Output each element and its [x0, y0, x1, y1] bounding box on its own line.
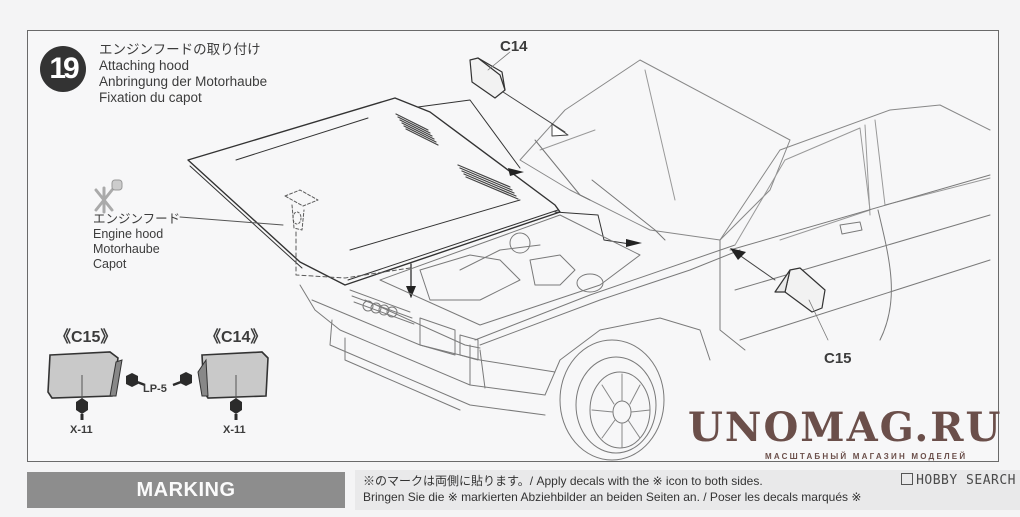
marking-note-line2: Bringen Sie die ※ markierten Abziehbilde…	[363, 490, 862, 504]
hood-label-de: Motorhaube	[93, 242, 160, 256]
paint-code-x11-right: X-11	[223, 424, 246, 436]
engine-hood-label: エンジンフード Engine hood Motorhaube Capot	[93, 212, 180, 272]
hood-label-jp: エンジンフード	[93, 212, 181, 226]
step-title-jp: エンジンフードの取り付け	[99, 42, 261, 57]
step-number-badge: 19	[40, 46, 86, 92]
c14-mirror-paint	[197, 351, 269, 420]
marking-label: MARKING	[136, 478, 236, 501]
watermark-unomag: UNOMAG.RU	[688, 404, 1003, 451]
car-body-drawing	[299, 59, 991, 461]
paint-code-x11-left: X-11	[70, 424, 93, 436]
hood-label-fr: Capot	[93, 257, 127, 271]
mirror-c15-part	[774, 267, 829, 341]
paint-dot-x11-left	[76, 398, 88, 414]
watermark-unomag-subtitle: МАСШТАБНЫЙ МАГАЗИН МОДЕЛЕЙ	[765, 452, 968, 461]
paint-label-c15: 《C15》	[55, 329, 117, 346]
c15-mirror-paint	[47, 351, 123, 420]
paint-dot-x11-right	[230, 398, 242, 414]
paint-dot-lp5-left	[126, 373, 138, 387]
step-title-de: Anbringung der Motorhaube	[99, 74, 268, 89]
paint-label-c14: 《C14》	[205, 329, 267, 346]
marking-note-line1: ※のマークは両側に貼ります。/ Apply decals with the ※ …	[363, 474, 763, 488]
hood-label-en: Engine hood	[93, 227, 164, 241]
watermark-hobbysearch-text: HOBBY SEARCH	[916, 473, 1016, 488]
watermark-hobbysearch: HOBBY SEARCH	[901, 473, 1016, 488]
paint-code-lp5: LP-5	[143, 383, 167, 395]
engine-hood-drawing	[179, 97, 642, 298]
hobbysearch-logo-icon	[901, 473, 914, 485]
paint-detail-drawing	[47, 351, 269, 420]
part-label-c14: C14	[500, 38, 528, 55]
marking-instructions: ※のマークは両側に貼ります。/ Apply decals with the ※ …	[355, 470, 1020, 510]
paint-dot-lp5-right	[180, 372, 192, 386]
step-title-block: エンジンフードの取り付け Attaching hood Anbringung d…	[99, 42, 267, 106]
instruction-step-frame	[27, 30, 999, 462]
step-title-fr: Fixation du capot	[99, 90, 202, 105]
marking-section-header: MARKING	[27, 472, 345, 508]
part-label-c15: C15	[824, 350, 852, 367]
mirror-c14-part	[469, 51, 511, 99]
painting-icon	[94, 179, 123, 214]
step-title-en: Attaching hood	[99, 58, 190, 73]
